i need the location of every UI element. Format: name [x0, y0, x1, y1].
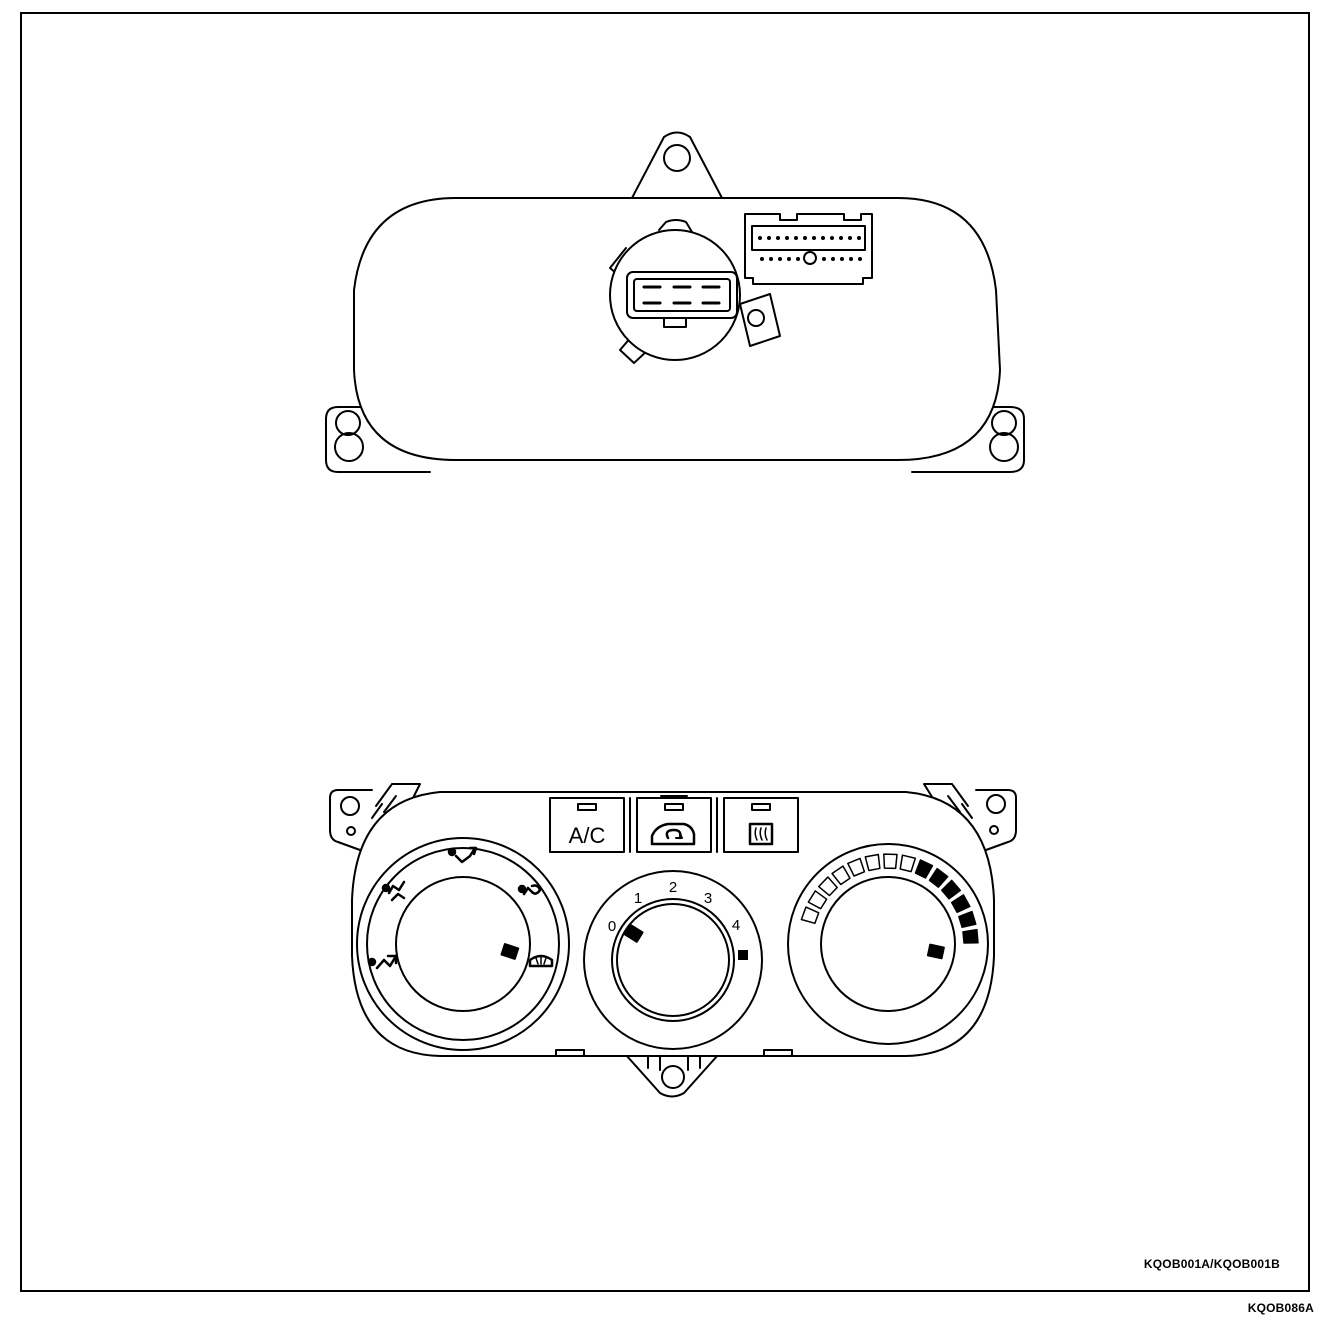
blower-switch-connector — [609, 219, 781, 364]
mounting-hole — [991, 410, 1017, 436]
front-view: A/C — [329, 783, 1017, 1098]
temp-scale-segment — [864, 853, 881, 872]
fan-speed-label-3: 3 — [704, 890, 712, 907]
temp-scale-segment — [958, 910, 977, 929]
temp-knob-assembly — [787, 843, 989, 1045]
temp-scale-segment — [800, 906, 820, 925]
figure-frame — [20, 12, 1310, 1292]
mode-knob-pointer — [500, 943, 520, 960]
temp-scale-segment — [883, 853, 898, 870]
rear-defrost-button[interactable] — [723, 797, 799, 853]
bi-level-icon — [381, 880, 406, 902]
ac-button[interactable]: A/C — [549, 797, 625, 853]
fan-speed-label-4: 4 — [732, 917, 740, 934]
terminal-hole — [747, 309, 765, 327]
temperature-knob[interactable] — [820, 876, 956, 1012]
mode-knob[interactable] — [395, 876, 531, 1012]
rear-view — [325, 131, 1025, 473]
defrost-indicator-led — [751, 803, 771, 811]
temp-scale-segment — [914, 859, 934, 879]
mounting-hole — [661, 1065, 685, 1089]
face-vent-icon — [367, 954, 398, 970]
left-mounting-tab — [325, 406, 431, 473]
mounting-hole — [663, 144, 691, 172]
fan-knob-pointer — [623, 924, 644, 943]
top-mounting-tab — [631, 131, 723, 199]
figure-code-inner: KQOB001A/KQOB001B — [1143, 1257, 1280, 1271]
floor-icon — [447, 846, 478, 864]
temperature-scale — [800, 853, 979, 944]
recirculation-icon — [650, 822, 696, 846]
fan-speed-label-2: 2 — [669, 879, 677, 896]
mounting-hole — [335, 410, 361, 436]
temp-scale-segment — [807, 890, 828, 910]
fan-max-mark-icon — [738, 950, 748, 960]
right-bracket — [923, 783, 1017, 851]
temp-scale-segment — [817, 876, 838, 897]
defrost-icon — [528, 954, 554, 968]
mounting-hole — [334, 432, 364, 462]
recirc-indicator-led — [664, 803, 684, 811]
temp-scale-segment — [928, 867, 949, 888]
bottom-mounting-tab — [625, 1054, 719, 1098]
fan-speed-label-0: 0 — [608, 918, 616, 935]
ac-button-label: A/C — [569, 823, 606, 848]
temp-knob-pointer — [926, 943, 945, 960]
rear-defrost-icon — [748, 822, 774, 846]
left-bracket — [329, 783, 421, 851]
temp-scale-segment — [847, 857, 866, 877]
temp-scale-segment — [962, 928, 979, 944]
temp-scale-segment — [899, 854, 917, 873]
temp-scale-segment — [950, 894, 971, 914]
mounting-hole — [340, 796, 360, 816]
mode-knob-assembly — [356, 837, 570, 1051]
key-hole — [803, 251, 817, 265]
fan-speed-knob[interactable] — [616, 903, 730, 1017]
temp-scale-segment — [831, 865, 851, 886]
floor-defrost-icon — [517, 884, 542, 896]
fan-speed-label-1: 1 — [634, 890, 642, 907]
ac-indicator-led — [577, 803, 597, 811]
mounting-hole — [986, 794, 1006, 814]
recirculation-button[interactable] — [636, 795, 712, 853]
temp-scale-segment — [941, 879, 962, 900]
fan-knob-assembly: 0 1 2 3 4 — [583, 870, 763, 1050]
main-harness-connector — [744, 213, 873, 285]
figure-code-outer: KQOB086A — [1247, 1301, 1314, 1315]
mounting-hole — [989, 432, 1019, 462]
